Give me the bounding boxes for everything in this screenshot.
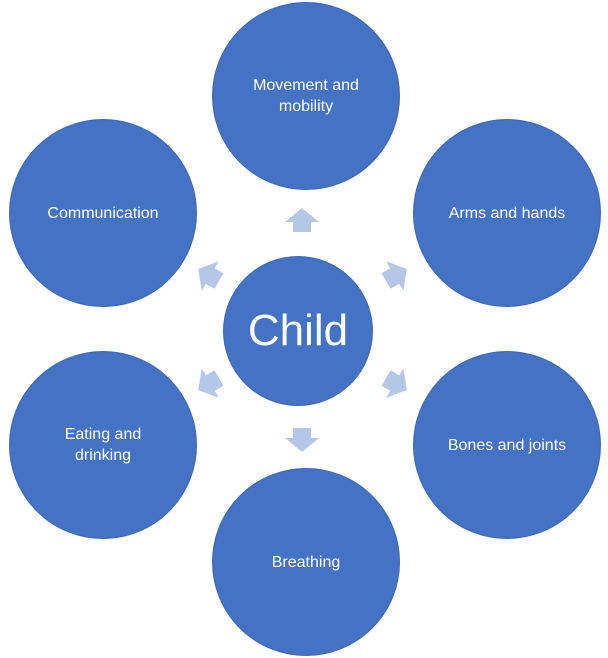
node-label: Breathing [271, 553, 341, 571]
arrow-to-lower-left [198, 368, 224, 398]
arrow-to-lower-right [381, 368, 407, 398]
node-label: Communication [47, 204, 159, 222]
node-label: Bones and joints [447, 436, 567, 454]
node-communication: Communication [9, 119, 197, 307]
node-arms-and-hands: Arms and hands [413, 119, 601, 307]
center-label: Child [247, 306, 349, 355]
node-movement-and-mobility: Movement and mobility [212, 2, 400, 190]
arrow-to-upper-right [381, 261, 407, 291]
node-center-child: Child [223, 256, 373, 406]
arrow-to-bottom [285, 428, 319, 452]
node-label: Arms and hands [448, 204, 566, 222]
node-breathing: Breathing [212, 468, 400, 656]
node-label: Eating and drinking [64, 426, 142, 464]
node-eating-and-drinking: Eating and drinking [9, 351, 197, 539]
node-label: Movement and mobility [253, 77, 359, 115]
node-bones-and-joints: Bones and joints [413, 351, 601, 539]
arrow-to-upper-left [198, 261, 224, 291]
arrow-to-top [285, 208, 319, 232]
